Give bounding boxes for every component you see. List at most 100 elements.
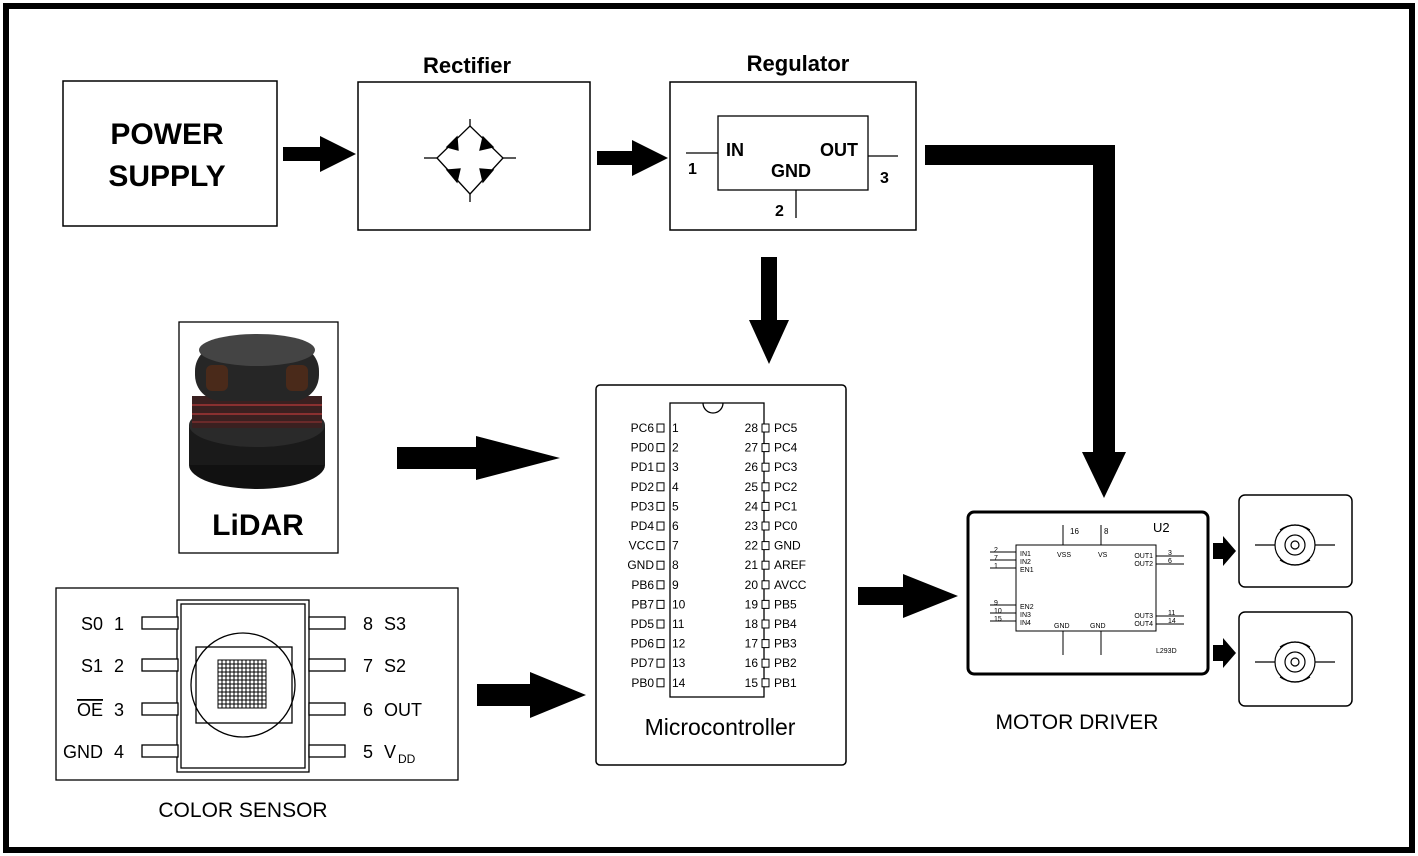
mcu-pin-name: PD6: [631, 637, 655, 651]
photodiode-array-icon: [217, 659, 267, 709]
mcu-pin-pad: [761, 501, 770, 511]
mcu-pin-name: PD2: [631, 480, 655, 494]
md-left-pin-number: 1: [994, 563, 998, 570]
md-left-pin-number: 7: [994, 555, 998, 562]
color-sensor-pin-number: 8: [363, 614, 373, 634]
mcu-pin-number: 24: [745, 499, 759, 513]
md-left-pin-name: IN1: [1020, 551, 1031, 558]
mcu-pin-pad: [761, 580, 770, 590]
mcu-pin-number: 21: [745, 558, 759, 572]
arrow-power-to-rectifier: [283, 136, 356, 172]
mcu-pin-number: 4: [672, 480, 679, 494]
mcu-pin-pad: [761, 482, 770, 492]
motor-driver-leads: [990, 525, 1184, 655]
mcu-pin-name: PB0: [631, 676, 654, 690]
power-supply-block: POWER SUPPLY: [62, 80, 278, 227]
motor-1: [1238, 494, 1353, 588]
microcontroller-label: Microcontroller: [645, 714, 796, 740]
md-top-pin-16: 16: [1070, 527, 1079, 536]
regulator-block: Regulator IN OUT GND 1 2 3: [669, 51, 917, 231]
arrow-color-sensor-to-microcontroller: [477, 672, 586, 718]
mcu-pin-number: 25: [745, 480, 759, 494]
arrow-regulator-to-microcontroller: [749, 257, 789, 364]
md-right-pin-name: OUT4: [1134, 621, 1153, 628]
mcu-pin-name: PC5: [774, 421, 798, 435]
md-right-pin-name: OUT2: [1134, 561, 1153, 568]
mcu-pin-name: PB2: [774, 656, 797, 670]
color-sensor-pin-number: 2: [114, 656, 124, 676]
md-left-pin-number: 10: [994, 608, 1002, 615]
mcu-pin-name: PC3: [774, 460, 798, 474]
mcu-pin-name: PD3: [631, 499, 655, 513]
mcu-pin-number: 10: [672, 597, 686, 611]
mcu-pin-pad: [761, 423, 770, 433]
mcu-pin-name: GND: [627, 558, 654, 572]
md-vss: VSS: [1057, 552, 1071, 559]
arrow-microcontroller-to-motor-driver: [858, 574, 958, 618]
mcu-pin-pad: [656, 580, 665, 590]
mcu-pin-number: 16: [745, 656, 759, 670]
color-sensor-leads: [141, 616, 346, 758]
md-left-pin-name: EN2: [1020, 604, 1034, 611]
mcu-pin-number: 28: [745, 421, 759, 435]
color-sensor-pin-number: 7: [363, 656, 373, 676]
md-left-pin-name: EN1: [1020, 567, 1034, 574]
md-right-pin-number: 14: [1168, 618, 1176, 625]
regulator-pin3: 3: [880, 170, 889, 187]
mcu-pin-number: 13: [672, 656, 686, 670]
mcu-pin-pad: [761, 541, 770, 551]
arrow-lidar-to-microcontroller: [397, 436, 560, 480]
mcu-pin-pad: [656, 462, 665, 472]
mcu-pin-number: 1: [672, 421, 679, 435]
mcu-pin-pad: [656, 599, 665, 609]
mcu-pin-number: 17: [745, 637, 759, 651]
mcu-pin-pad: [656, 619, 665, 629]
mcu-pin-number: 23: [745, 519, 759, 533]
mcu-pin-pad: [761, 443, 770, 453]
arrow-driver-to-motor-1: [1213, 536, 1236, 566]
rectifier-title: Rectifier: [423, 53, 511, 78]
md-right-pin-number: 11: [1168, 610, 1175, 617]
mcu-pin-pad: [761, 658, 770, 668]
color-sensor-label: COLOR SENSOR: [158, 799, 327, 822]
mcu-pin-name: VCC: [629, 539, 655, 553]
power-supply-line1: POWER: [110, 118, 224, 151]
mcu-pin-name: PB1: [774, 676, 797, 690]
mcu-pin-pad: [761, 639, 770, 649]
mcu-pin-number: 8: [672, 558, 679, 572]
color-sensor-pin-number: 3: [114, 700, 124, 720]
mcu-pin-pad: [656, 521, 665, 531]
power-supply-line2: SUPPLY: [108, 160, 225, 193]
mcu-pin-name: PD1: [631, 460, 655, 474]
mcu-pin-name: PC2: [774, 480, 798, 494]
regulator-pin1: 1: [688, 161, 697, 178]
md-right-pin-number: 6: [1168, 558, 1172, 565]
lidar-sensor-icon: [189, 334, 325, 489]
mcu-pin-number: 19: [745, 597, 759, 611]
mcu-pin-pad: [761, 678, 770, 688]
lidar-block: LiDAR: [178, 321, 339, 554]
color-sensor-pin-number: 6: [363, 700, 373, 720]
mcu-pin-name: PD4: [631, 519, 655, 533]
color-sensor-pin-name: S1: [81, 656, 103, 676]
mcu-pin-name: PD0: [631, 441, 655, 455]
mcu-pin-pad: [656, 658, 665, 668]
md-left-pin-number: 2: [994, 547, 998, 554]
regulator-pin-out: OUT: [820, 140, 858, 160]
md-part: L293D: [1156, 648, 1177, 655]
mcu-pin-name: PC0: [774, 519, 798, 533]
mcu-pin-number: 15: [745, 676, 759, 690]
mcu-pin-name: PC1: [774, 499, 798, 513]
mcu-pin-number: 12: [672, 637, 686, 651]
color-sensor-pin-name: V: [384, 742, 396, 762]
mcu-pin-pad: [656, 678, 665, 688]
arrow-regulator-to-motor-driver: [925, 145, 1126, 498]
md-left-pin-number: 15: [994, 616, 1002, 623]
lidar-label: LiDAR: [212, 509, 304, 542]
color-sensor-pin-subscript: DD: [398, 752, 416, 766]
mcu-pin-pad: [761, 521, 770, 531]
